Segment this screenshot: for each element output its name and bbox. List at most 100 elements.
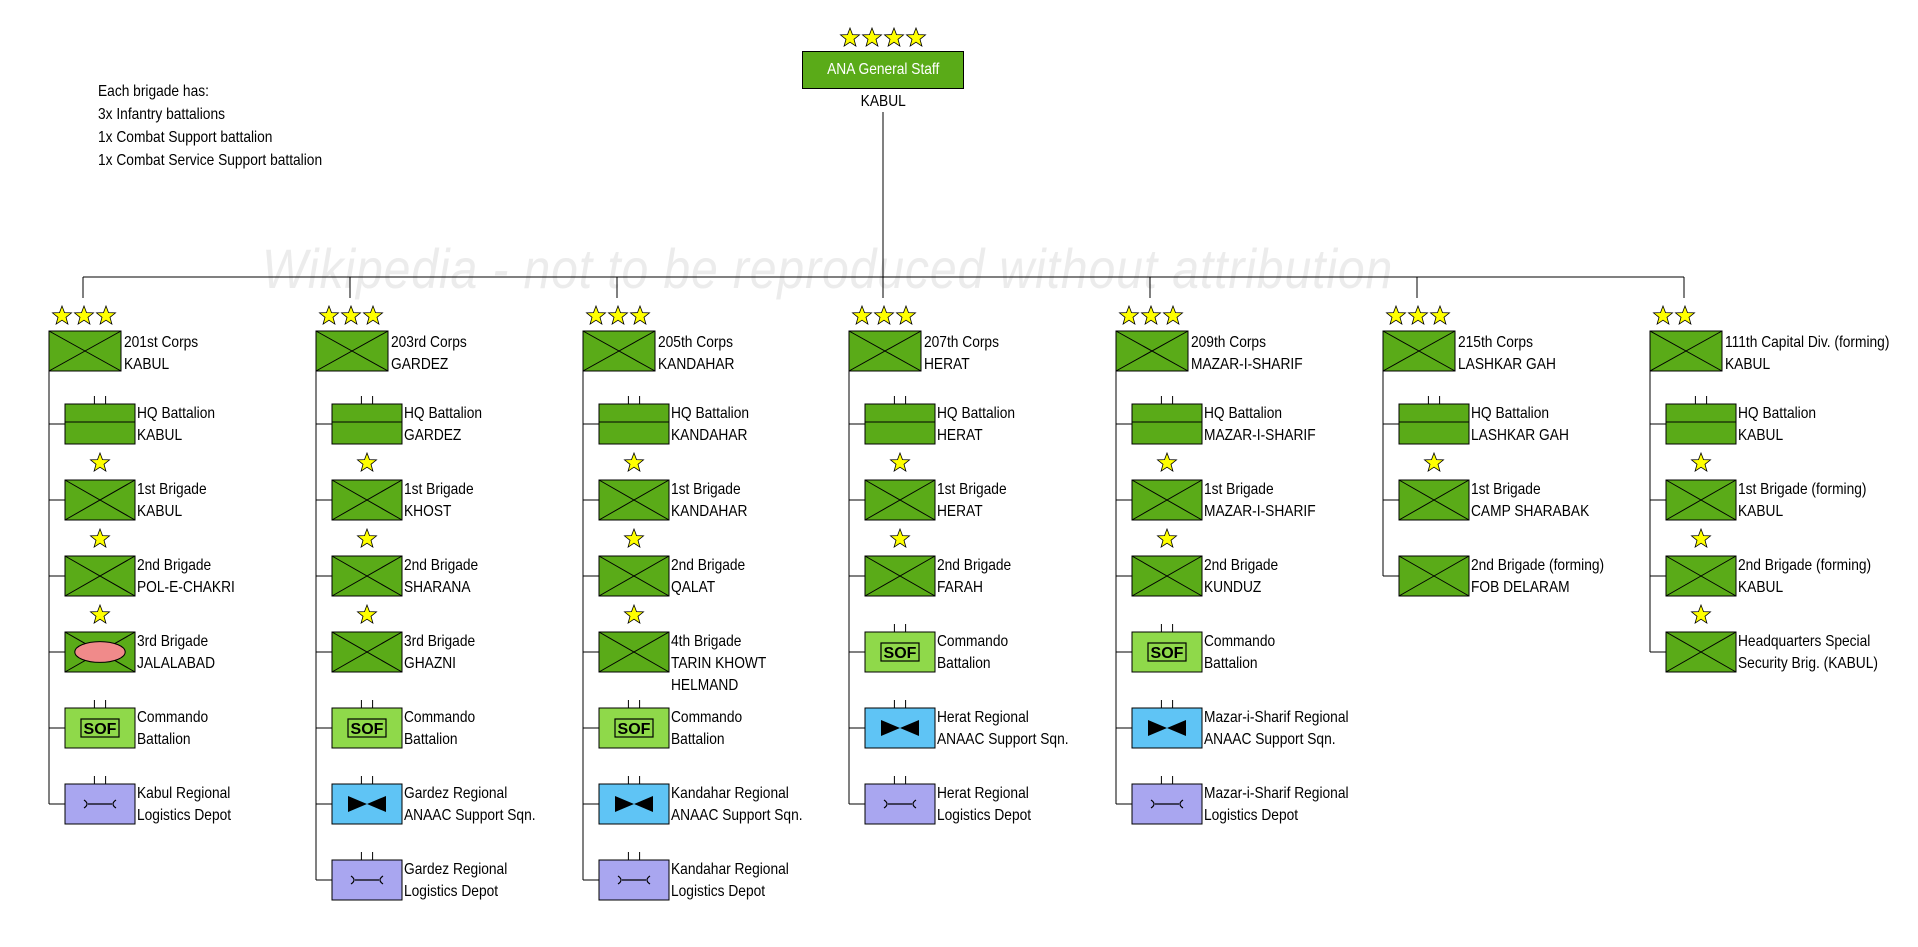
infantry-unit-symbol bbox=[598, 555, 670, 597]
star-icon bbox=[873, 304, 895, 326]
label-line: HELMAND bbox=[671, 677, 739, 694]
cross-line bbox=[331, 555, 403, 597]
unit-frame bbox=[64, 707, 136, 749]
logistics-unit-symbol bbox=[598, 859, 670, 901]
hq-unit-symbol bbox=[598, 403, 670, 445]
cross-line bbox=[864, 479, 936, 521]
cross-line bbox=[598, 555, 670, 597]
star-icon bbox=[585, 304, 607, 326]
general-staff-box: ANA General Staff bbox=[802, 51, 964, 89]
cross-line bbox=[1382, 330, 1456, 372]
cross-line bbox=[1665, 555, 1737, 597]
label-line: Gardez Regional bbox=[404, 861, 508, 878]
label-line: KABUL bbox=[1738, 503, 1784, 520]
label-line: KANDAHAR bbox=[671, 427, 748, 444]
label-line: Commando bbox=[137, 709, 209, 726]
label-line: 2nd Brigade bbox=[671, 557, 746, 574]
label-line: 3rd Brigade bbox=[404, 633, 476, 650]
label-line: MAZAR-I-SHARIF bbox=[1204, 503, 1316, 520]
hq-unit-symbol bbox=[331, 403, 403, 445]
infantry-unit-symbol bbox=[331, 631, 403, 673]
sof-badge-text: SOF bbox=[351, 721, 384, 738]
corps-label: 111th Capital Div. (forming)KABUL bbox=[1725, 332, 1889, 376]
label-line: Mazar-i-Sharif Regional bbox=[1204, 709, 1349, 726]
infantry-unit-symbol bbox=[331, 555, 403, 597]
supply-arc bbox=[883, 799, 888, 809]
bowtie-right bbox=[367, 796, 386, 812]
label-line: LASHKAR GAH bbox=[1458, 356, 1556, 373]
label-line: KUNDUZ bbox=[1204, 579, 1262, 596]
logistics-unit-symbol bbox=[864, 783, 936, 825]
star-icon bbox=[1674, 304, 1696, 326]
infantry-unit-symbol bbox=[598, 631, 670, 673]
star-icon bbox=[623, 451, 645, 473]
label-line: 2nd Brigade bbox=[137, 557, 212, 574]
label-line: HQ Battalion bbox=[1471, 405, 1550, 422]
star-icon bbox=[883, 26, 905, 48]
label-line: Battalion bbox=[671, 731, 725, 748]
star-icon bbox=[889, 451, 911, 473]
cross-line bbox=[864, 555, 936, 597]
label-line: Commando bbox=[937, 633, 1009, 650]
label-line: HERAT bbox=[937, 427, 983, 444]
aviation-unit-symbol bbox=[598, 783, 670, 825]
star-icon bbox=[905, 26, 927, 48]
supply-arc bbox=[1179, 799, 1184, 809]
cross-line bbox=[1131, 555, 1203, 597]
label-line: Commando bbox=[1204, 633, 1276, 650]
unit-frame bbox=[1131, 403, 1203, 445]
infantry-unit-symbol bbox=[331, 479, 403, 521]
label-line: 1st Brigade bbox=[937, 481, 1007, 498]
star-icon bbox=[1385, 304, 1407, 326]
cross-line bbox=[1665, 631, 1737, 673]
unit-frame bbox=[64, 403, 136, 445]
supply-arc bbox=[379, 875, 384, 885]
bowtie-right bbox=[1167, 720, 1186, 736]
bowtie-right bbox=[900, 720, 919, 736]
note-title: Each brigade has: bbox=[98, 83, 209, 100]
corps-unit-symbol bbox=[315, 330, 389, 372]
label-line: ANAAC Support Sqn. bbox=[1204, 731, 1336, 748]
label-line: FARAH bbox=[937, 579, 983, 596]
label-line: KABUL bbox=[1738, 579, 1784, 596]
star-icon bbox=[89, 451, 111, 473]
star-icon bbox=[1652, 304, 1674, 326]
label-line: GHAZNI bbox=[404, 655, 456, 672]
label-line: KABUL bbox=[137, 503, 183, 520]
hq-unit-symbol bbox=[1398, 403, 1470, 445]
sof-unit-symbol: SOF bbox=[598, 707, 670, 749]
label-line: Gardez Regional bbox=[404, 785, 508, 802]
aviation-unit-symbol bbox=[331, 783, 403, 825]
cross-line bbox=[1131, 479, 1203, 521]
hq-unit-symbol bbox=[864, 403, 936, 445]
label-line: GARDEZ bbox=[391, 356, 449, 373]
star-icon bbox=[1690, 603, 1712, 625]
label-line: LASHKAR GAH bbox=[1471, 427, 1569, 444]
logistics-unit-symbol bbox=[64, 783, 136, 825]
label-line: QALAT bbox=[671, 579, 716, 596]
star-icon bbox=[318, 304, 340, 326]
star-icon bbox=[623, 527, 645, 549]
note-line: 3x Infantry battalions bbox=[98, 106, 225, 123]
bowtie-left bbox=[1148, 720, 1167, 736]
star-icon bbox=[1690, 451, 1712, 473]
infantry-unit-symbol bbox=[1398, 555, 1470, 597]
cross-line bbox=[64, 479, 136, 521]
star-icon bbox=[356, 603, 378, 625]
sof-badge-frame bbox=[1147, 642, 1187, 662]
star-icon bbox=[851, 304, 873, 326]
infantry-unit-symbol bbox=[864, 555, 936, 597]
